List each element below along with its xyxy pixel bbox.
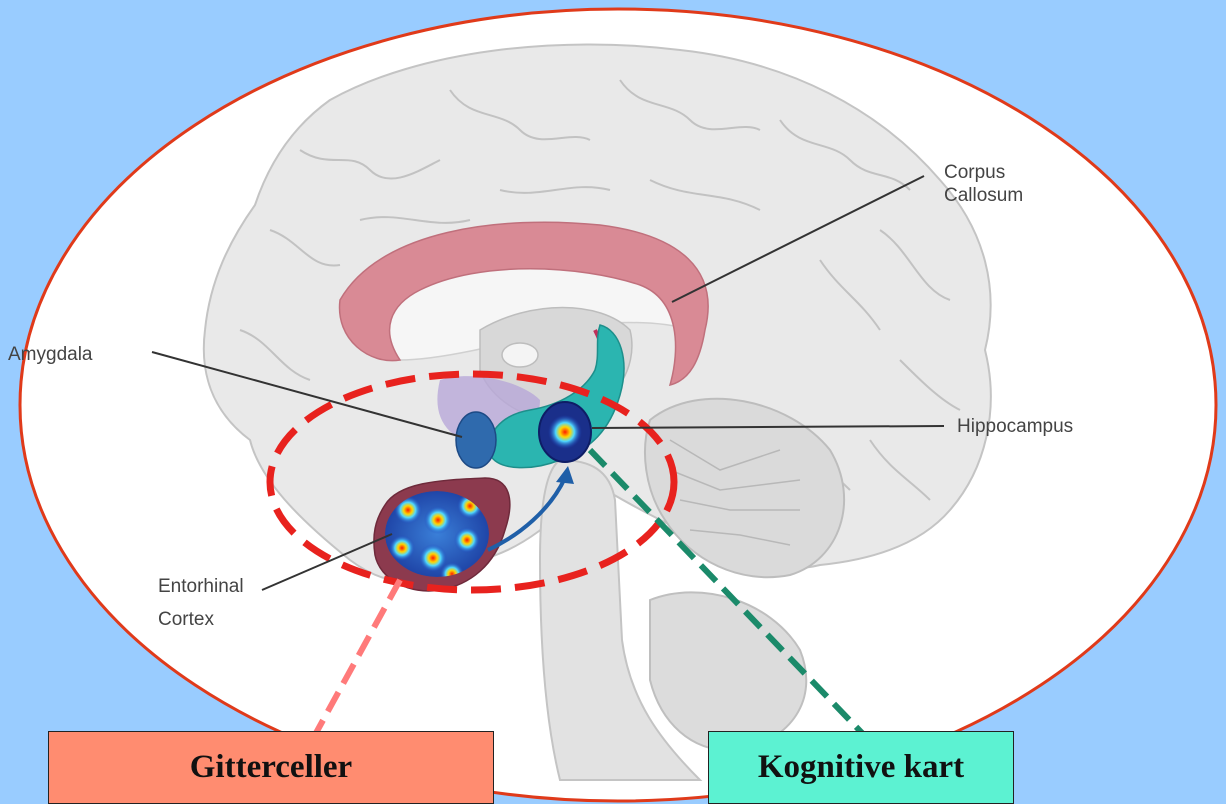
- cognitive-map-box: Kognitive kart: [708, 731, 1014, 804]
- amygdala-shape: [456, 412, 496, 468]
- cognitive-map-label: Kognitive kart: [758, 749, 964, 786]
- place-cell-heatmap: [539, 402, 591, 462]
- grid-cells-box: Gitterceller: [48, 731, 494, 804]
- label-entorhinal-2: Cortex: [158, 609, 214, 630]
- label-amygdala: Amygdala: [8, 344, 93, 365]
- label-hippocampus: Hippocampus: [957, 416, 1073, 437]
- thalamus-oval: [502, 343, 538, 367]
- label-entorhinal-1: Entorhinal: [158, 576, 244, 597]
- grid-cells-label: Gitterceller: [190, 749, 352, 786]
- label-corpus-callosum-1: Corpus: [944, 162, 1005, 183]
- label-corpus-callosum-2: Callosum: [944, 185, 1023, 206]
